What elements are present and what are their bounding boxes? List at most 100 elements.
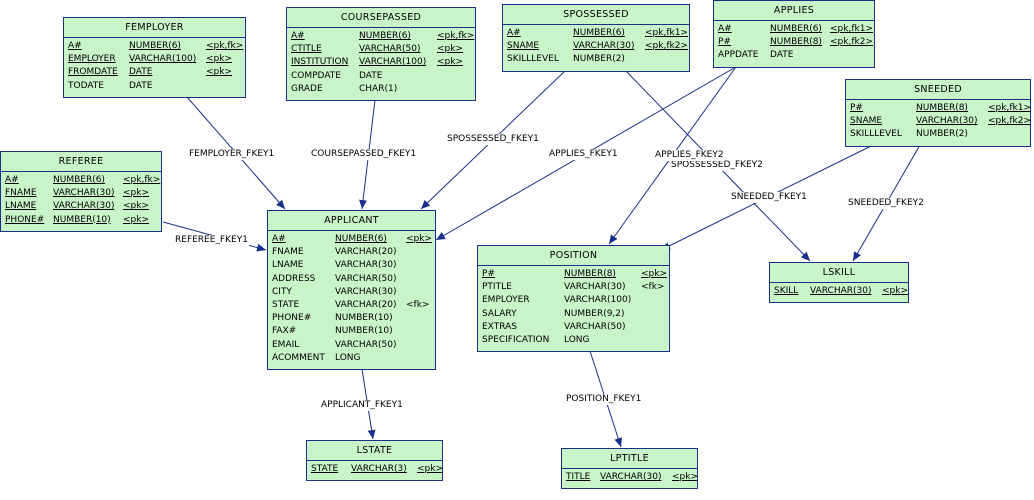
column-row: P#NUMBER(8)<pk,fk2> (718, 36, 873, 49)
column-type: NUMBER(6) (53, 175, 105, 185)
column-type: NUMBER(10) (335, 326, 393, 337)
column-key: <pk> (206, 54, 233, 65)
column-name: A# (68, 41, 82, 51)
column-name: STATE (311, 464, 339, 474)
table-title: LPTITLE (562, 449, 697, 469)
column-type: DATE (129, 67, 153, 78)
table-sneeded[interactable]: SNEEDED P# NUMBER(8) <pk,fk1> SNAME VARCHAR(3… (845, 79, 1031, 147)
column-row: A#NUMBER(6)<pk,fk> (291, 30, 475, 43)
column-name: EXTRAS (482, 321, 517, 332)
column-name: PHONE# (272, 313, 312, 324)
column-name: CITY (272, 286, 292, 297)
column-type: LONG (335, 352, 361, 363)
column-type: NUMBER(6) (770, 24, 822, 34)
column-row: A#NUMBER(6)<pk,fk1> (507, 27, 688, 40)
column-name: SKILL (774, 286, 799, 296)
column-name: P# (482, 269, 495, 279)
column-name: FAX# (272, 326, 297, 337)
column-name: A# (291, 31, 305, 41)
column-type: NUMBER(2) (573, 54, 625, 65)
column-name: SALARY (482, 308, 517, 319)
column-type: VARCHAR(30) (600, 472, 662, 482)
table-title: FEMPLOYER (64, 18, 245, 38)
column-type: DATE (129, 80, 153, 91)
column-type: VARCHAR(30) (916, 116, 978, 127)
column-type: CHAR(1) (359, 83, 398, 94)
column-row: A# NUMBER(6) <pk,fk> (68, 40, 244, 53)
column-name: INSTITUTION (291, 57, 349, 68)
column-type: LONG (564, 334, 590, 345)
column-type: DATE (770, 50, 794, 61)
column-type: NUMBER(9,2) (564, 308, 625, 319)
relationship-label: APPLIES_FKEY2 (654, 150, 725, 161)
column-key: <pk,fk> (437, 31, 475, 41)
column-name: ADDRESS (272, 273, 316, 284)
column-type: VARCHAR(20) (335, 299, 397, 310)
relationship-label: SPOSSESSED_FKEY2 (670, 160, 764, 171)
table-title: SNEEDED (846, 80, 1030, 100)
column-type: NUMBER(6) (335, 234, 387, 244)
column-type: VARCHAR(30) (335, 260, 397, 271)
column-name: COMPDATE (291, 70, 341, 81)
column-name: SNAME (850, 116, 883, 127)
column-key: <pk> (123, 188, 150, 199)
column-row: FAX# NUMBER(10) (272, 325, 431, 338)
relationship-label: SPOSSESSED_FKEY1 (446, 134, 540, 145)
column-row: PHONE#NUMBER(10)<pk> (5, 214, 157, 227)
column-type: NUMBER(10) (335, 313, 393, 324)
column-key: <pk,fk> (206, 41, 244, 51)
column-name: LNAME (272, 260, 304, 271)
column-key: <pk,fk1> (988, 103, 1031, 113)
column-type: VARCHAR(50) (335, 273, 397, 284)
relationship-label: POSITION_FKEY1 (565, 394, 643, 405)
relationship-label: APPLICANT_FKEY1 (320, 400, 404, 411)
column-name: SKILLLEVEL (850, 129, 902, 140)
table-title: APPLICANT (268, 211, 435, 231)
column-name: P# (850, 103, 863, 113)
column-type: NUMBER(8) (916, 103, 968, 113)
column-key: <pk,fk1> (645, 28, 688, 38)
column-key: <pk> (417, 464, 444, 474)
column-key: <fk> (406, 299, 430, 310)
column-type: NUMBER(2) (916, 129, 968, 140)
column-type: NUMBER(6) (129, 41, 181, 51)
column-row: A#NUMBER(6)<pk,fk1> (718, 23, 873, 36)
column-type: VARCHAR(3) (351, 464, 407, 474)
column-key: <pk,fk1> (830, 24, 873, 34)
column-key: <pk,fk> (123, 175, 161, 185)
column-type: VARCHAR(100) (129, 54, 197, 65)
column-row: PHONE# NUMBER(10) (272, 312, 431, 325)
column-key: <pk> (437, 57, 464, 68)
column-row: P# NUMBER(8) <pk,fk1> (850, 102, 1031, 115)
table-title: SPOSSESSED (503, 5, 689, 25)
column-name: A# (5, 175, 19, 185)
column-type: NUMBER(8) (770, 37, 822, 48)
column-key: <pk,fk2> (645, 41, 688, 52)
